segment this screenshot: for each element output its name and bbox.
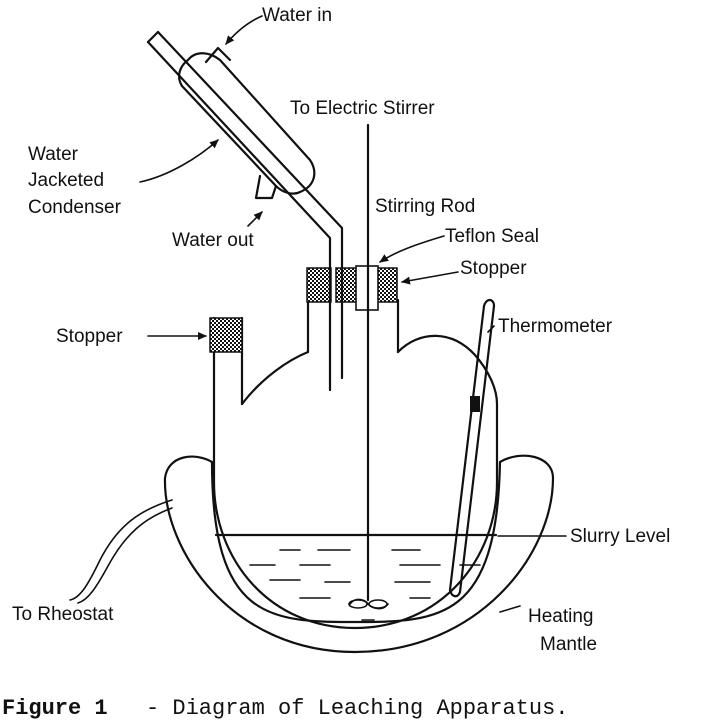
stopper-left-label: Stopper [56,326,123,347]
center-stopper-mid [335,267,358,303]
slurry-level-label: Slurry Level [570,526,670,547]
stirring-rod-label: Stirring Rod [375,196,475,217]
condenser-arrow [139,139,219,183]
to-electric-stirrer-label: To Electric Stirrer [290,98,435,119]
heating-mantle [163,454,555,654]
stopper-center-label: Stopper [460,258,527,279]
thermometer [448,298,496,598]
condenser-label-line1: Water [28,144,79,165]
round-bottom-flask [212,298,499,630]
thermometer-arrow [487,325,495,333]
stopper-center-arrow [401,271,459,285]
heating-mantle-label-line2: Mantle [540,634,597,655]
teflon-seal-arrow [379,235,445,263]
center-stopper-left [306,267,332,303]
water-in-label: Water in [262,5,332,26]
figure-caption-text: - Diagram of Leaching Apparatus. [146,696,568,721]
teflon-seal-label: Teflon Seal [445,226,539,247]
stirring-rod [348,123,389,621]
figure-caption-prefix: Figure 1 [2,696,108,721]
heating-mantle-arrow [499,605,521,613]
left-stopper [209,317,243,353]
center-stopper-right [376,267,398,303]
condenser-label-line2: Jacketed [28,170,104,191]
heating-mantle-label-line1: Heating [528,606,594,627]
water-in-arrow [225,15,263,45]
thermometer-label: Thermometer [498,316,613,337]
water-out-arrow [247,211,263,227]
to-rheostat-label: To Rheostat [12,604,114,625]
water-out-label: Water out [172,230,254,251]
rheostat-cord [69,499,173,601]
condenser-label-line3: Condenser [28,197,122,218]
water-jacketed-condenser [146,30,344,392]
